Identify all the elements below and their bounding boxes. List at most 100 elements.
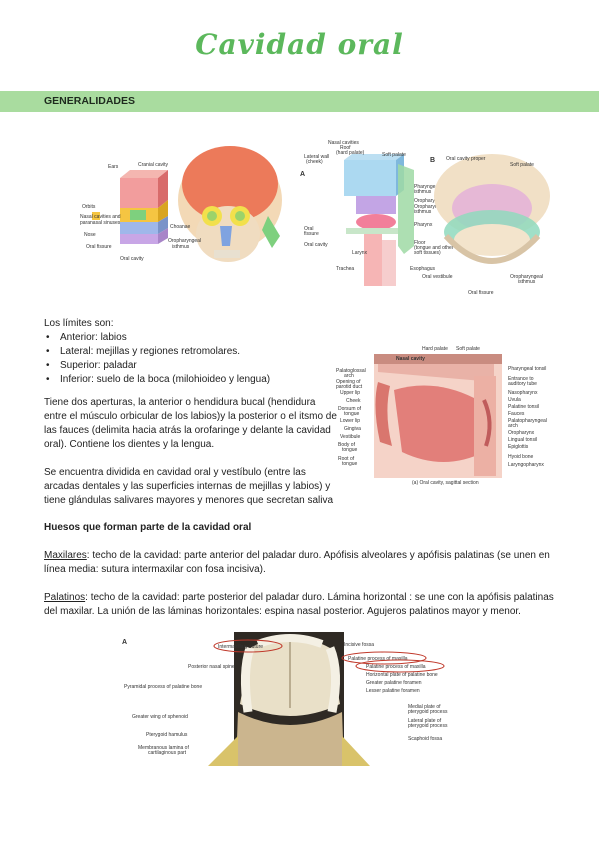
- svg-text:Esophagus: Esophagus: [410, 266, 436, 272]
- list-item: Inferior: suelo de la boca (milohioideo …: [44, 373, 270, 387]
- svg-text:tongue: tongue: [342, 461, 358, 467]
- svg-text:soft tissues): soft tissues): [414, 250, 441, 256]
- svg-text:Ears: Ears: [108, 164, 119, 170]
- svg-text:pterygoid process: pterygoid process: [408, 723, 448, 729]
- svg-text:Fauces: Fauces: [508, 411, 525, 417]
- svg-text:Soft palate: Soft palate: [456, 346, 480, 352]
- svg-text:Hard palate: Hard palate: [422, 346, 448, 352]
- svg-text:Posterior nasal spine: Posterior nasal spine: [188, 664, 235, 670]
- limits-list: Anterior: labios Lateral: mejillas y reg…: [44, 331, 270, 387]
- svg-text:Palatine process of maxilla: Palatine process of maxilla: [366, 664, 426, 670]
- svg-text:(tongue and other: (tongue and other: [414, 245, 454, 251]
- list-item: Lateral: mejillas y regiones retromolare…: [44, 345, 270, 359]
- svg-text:Palatopharyngeal: Palatopharyngeal: [508, 418, 547, 424]
- svg-text:fissure: fissure: [304, 231, 319, 237]
- svg-text:Cranial cavity: Cranial cavity: [138, 162, 169, 168]
- text-line: : techo de la cavidad: parte posterior d…: [85, 592, 554, 603]
- svg-text:Pharyngeal: Pharyngeal: [414, 184, 439, 190]
- text-line: oral). Contiene los dientes y la lengua.: [44, 439, 215, 450]
- section-bar: GENERALIDADES: [0, 91, 599, 112]
- svg-text:Oral fissure: Oral fissure: [86, 244, 112, 250]
- term-maxilares: Maxilares: [44, 550, 87, 561]
- text-line: tiene glándulas salivares mayores y meno…: [44, 495, 334, 506]
- paragraph-palatinos: Palatinos: techo de la cavidad: parte po…: [44, 591, 564, 619]
- svg-text:Medial plate of: Medial plate of: [408, 704, 441, 710]
- svg-text:Pyramidal process of palatine: Pyramidal process of palatine bone: [124, 684, 202, 690]
- svg-text:Nasopharynx: Nasopharynx: [508, 390, 538, 396]
- svg-text:A: A: [122, 639, 127, 646]
- heading-huesos: Huesos que forman parte de la cavidad or…: [44, 522, 252, 533]
- svg-text:arch: arch: [508, 423, 518, 429]
- svg-text:Nasal cavities: Nasal cavities: [328, 140, 359, 146]
- svg-text:Pharynx: Pharynx: [414, 222, 433, 228]
- svg-text:Oropharynx: Oropharynx: [414, 198, 441, 204]
- svg-text:Oral cavity proper: Oral cavity proper: [446, 156, 486, 162]
- svg-text:Epiglottis: Epiglottis: [508, 444, 529, 450]
- svg-text:Oral cavity: Oral cavity: [120, 256, 144, 262]
- svg-text:Oropharynx: Oropharynx: [508, 430, 535, 436]
- svg-text:Body of: Body of: [338, 442, 356, 448]
- svg-text:Laryngopharynx: Laryngopharynx: [508, 462, 544, 468]
- text-line: del maxilar. La unión de las láminas hor…: [44, 606, 521, 617]
- svg-text:Lingual tonsil: Lingual tonsil: [508, 437, 537, 443]
- svg-text:Cheek: Cheek: [346, 398, 361, 404]
- svg-text:Upper lip: Upper lip: [340, 390, 360, 396]
- paragraph-division: Se encuentra dividida en cavidad oral y …: [44, 466, 354, 508]
- svg-text:Gingiva: Gingiva: [344, 426, 361, 432]
- svg-text:Oral fissure: Oral fissure: [468, 290, 494, 296]
- svg-text:Horizontal plate of palatine b: Horizontal plate of palatine bone: [366, 672, 438, 678]
- svg-text:arch: arch: [344, 373, 354, 379]
- term-palatinos: Palatinos: [44, 592, 86, 603]
- svg-text:Larynx: Larynx: [352, 250, 368, 256]
- svg-text:Soft palate: Soft palate: [510, 162, 534, 168]
- limits-intro: Los límites son:: [44, 318, 114, 329]
- svg-text:Pterygoid hamulus: Pterygoid hamulus: [146, 732, 188, 738]
- paragraph-maxilares: Maxilares: techo de la cavidad: parte an…: [44, 549, 564, 577]
- paragraph-apertures: Tiene dos aperturas, la anterior o hendi…: [44, 396, 344, 452]
- svg-text:Nose: Nose: [84, 232, 96, 238]
- svg-text:isthmus: isthmus: [414, 209, 432, 215]
- text-line: arcadas dentales y las superficies inter…: [44, 481, 331, 492]
- svg-text:Oropharyngeal: Oropharyngeal: [414, 204, 447, 210]
- svg-text:Oral: Oral: [304, 226, 313, 232]
- svg-text:Incisive fossa: Incisive fossa: [344, 642, 374, 648]
- svg-text:(cheek): (cheek): [306, 159, 323, 165]
- svg-text:Soft palate: Soft palate: [382, 152, 406, 158]
- text-line: : techo de la cavidad: parte anterior de…: [86, 550, 550, 561]
- svg-text:Nasal cavities and: Nasal cavities and: [80, 214, 121, 220]
- svg-text:(a) Oral cavity, sagittal sect: (a) Oral cavity, sagittal section: [412, 480, 479, 486]
- section-title-generalidades: GENERALIDADES: [44, 95, 136, 107]
- svg-text:Lateral plate of: Lateral plate of: [408, 718, 442, 724]
- svg-text:Hyoid bone: Hyoid bone: [508, 454, 534, 460]
- svg-text:Membranous lamina of: Membranous lamina of: [138, 745, 189, 751]
- svg-text:tongue: tongue: [342, 447, 358, 453]
- svg-text:Vestibule: Vestibule: [340, 434, 361, 440]
- svg-text:Oral cavity: Oral cavity: [304, 242, 328, 248]
- svg-text:Nasal cavity: Nasal cavity: [396, 356, 425, 362]
- svg-text:Trachea: Trachea: [336, 266, 354, 272]
- svg-text:Palatoglossal: Palatoglossal: [336, 368, 366, 374]
- list-item: Anterior: labios: [44, 331, 270, 345]
- figure-oral-cavity-ab: A B Lateral wall (cheek) Nasal cavities …: [296, 136, 556, 300]
- svg-text:isthmus: isthmus: [414, 189, 432, 195]
- svg-text:A: A: [300, 171, 305, 178]
- svg-text:isthmus: isthmus: [172, 244, 190, 250]
- text-line: entre el músculo orbicular de los labios…: [44, 411, 337, 422]
- svg-text:tongue: tongue: [344, 411, 360, 417]
- svg-text:paranasal sinuses: paranasal sinuses: [80, 220, 121, 226]
- svg-text:Orbits: Orbits: [82, 204, 96, 210]
- svg-text:Uvula: Uvula: [508, 397, 521, 403]
- figure-sagittal-section: Hard palate Soft palate Nasal cavity Pal…: [334, 342, 556, 490]
- svg-text:parotid duct: parotid duct: [336, 384, 363, 390]
- svg-text:cartilaginous part: cartilaginous part: [148, 750, 187, 756]
- svg-text:Lower lip: Lower lip: [340, 418, 360, 424]
- svg-text:Oropharyngeal: Oropharyngeal: [168, 238, 201, 244]
- figure-skull-regions: Ears Cranial cavity Orbits Nasal cavitie…: [80, 138, 292, 298]
- text-line: Se encuentra dividida en cavidad oral y …: [44, 467, 306, 478]
- svg-text:Greater palatine foramen: Greater palatine foramen: [366, 680, 422, 686]
- list-item: Superior: paladar: [44, 359, 270, 373]
- svg-text:Intermaxillary suture: Intermaxillary suture: [218, 644, 263, 650]
- svg-text:Lateral wall: Lateral wall: [304, 154, 329, 160]
- svg-text:auditory tube: auditory tube: [508, 381, 537, 387]
- svg-text:Lesser palatine foramen: Lesser palatine foramen: [366, 688, 420, 694]
